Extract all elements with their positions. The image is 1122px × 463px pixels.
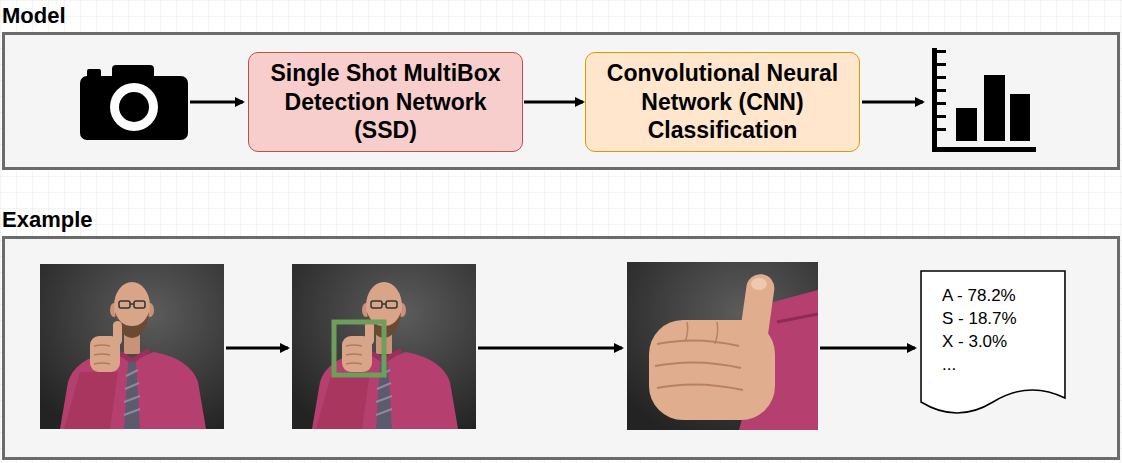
detected-photo [292,264,476,429]
probability-line: A - 78.2% [942,284,1056,307]
bar-chart-icon [932,48,1036,152]
model-panel: ModelSingle Shot MultiBox Detection Netw… [2,32,1120,170]
flow-arrow [478,347,622,350]
output-arrow [862,101,923,104]
probability-line: S - 18.7% [942,307,1056,330]
flow-arrow [226,347,288,350]
probability-line: ... [942,353,1056,376]
detection-box: Single Shot MultiBox Detection Network (… [248,52,523,152]
input-arrow [190,101,243,104]
flow-connector [524,101,583,104]
cropped-hand-photo [627,262,818,430]
box-label: Convolutional Neural Network (CNN) Class… [598,59,847,145]
classification-box: Convolutional Neural Network (CNN) Class… [585,52,860,152]
box-label: Single Shot MultiBox Detection Network (… [261,59,510,145]
example-panel: ExampleA - 78.2%S - 18.7%X - 3.0%... [2,236,1120,460]
probability-line: X - 3.0% [942,330,1056,353]
result-document: A - 78.2%S - 18.7%X - 3.0%... [920,270,1066,422]
signer-photo [40,264,224,429]
panel-heading: Model [2,3,1114,29]
panel-heading: Example [2,207,1114,233]
camera-icon [80,65,188,140]
flow-arrow [820,347,915,350]
